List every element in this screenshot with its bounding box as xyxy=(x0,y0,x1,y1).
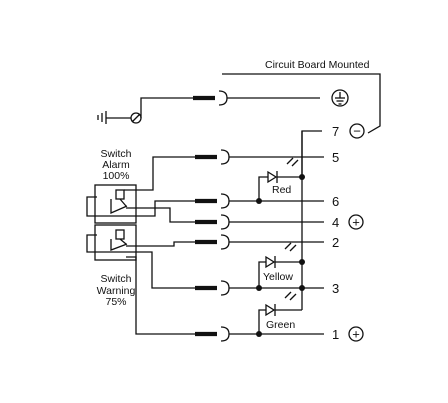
svg-text:Switch: Switch xyxy=(101,273,132,285)
connector-icon xyxy=(195,234,230,250)
pin-7-symbol: − xyxy=(353,124,361,139)
relay-switch-icon xyxy=(94,224,137,261)
pin-3-number: 3 xyxy=(332,281,339,296)
led-yellow-label: Yellow xyxy=(263,271,293,283)
connector-icon xyxy=(195,326,230,342)
led-red-label: Red xyxy=(272,184,291,196)
switch-alarm-label: Switch Alarm 100% xyxy=(101,148,132,182)
led-icon xyxy=(265,291,297,317)
junction-dot xyxy=(299,174,305,180)
protective-earth-icon xyxy=(331,89,349,107)
junction-dot xyxy=(256,285,262,291)
connector-icon xyxy=(193,90,228,106)
green-led-wire xyxy=(258,309,266,334)
pin4-wire-left xyxy=(126,207,195,223)
pin5-wire-left xyxy=(124,156,195,191)
pin-2-number: 2 xyxy=(332,235,339,250)
junction-dot xyxy=(256,198,262,204)
pin-1-symbol: + xyxy=(352,327,360,342)
pin-6-number: 6 xyxy=(332,194,339,209)
yellow-led-wire xyxy=(258,261,266,288)
junction-dot xyxy=(299,285,305,291)
pin-1-plus-symbol xyxy=(348,326,364,342)
led-green-label: Green xyxy=(266,319,295,331)
pin2-wire-left xyxy=(126,241,195,247)
junction-dot xyxy=(299,259,305,265)
pin-4-number: 4 xyxy=(332,215,339,230)
relay-switch-icon xyxy=(94,184,137,224)
svg-text:100%: 100% xyxy=(103,170,130,182)
led-icon xyxy=(267,157,299,184)
pin-7-minus-symbol xyxy=(349,123,365,139)
pin-1-number: 1 xyxy=(332,327,339,342)
pin1-wire-left xyxy=(126,256,195,335)
svg-text:Alarm: Alarm xyxy=(102,159,130,171)
pin7-wire xyxy=(301,130,322,174)
pin-4-plus-symbol xyxy=(348,214,364,230)
switch-warning-label: Switch Warning 75% xyxy=(97,273,136,308)
circuit-board-bracket xyxy=(222,73,381,134)
connector-icon xyxy=(195,149,230,165)
ground-icon xyxy=(97,111,142,124)
connector-icon xyxy=(195,280,230,296)
junction-dot xyxy=(256,331,262,337)
ground-wire xyxy=(140,97,193,118)
svg-text:Switch: Switch xyxy=(101,148,132,160)
led-icon xyxy=(265,242,297,269)
pin-4-symbol: + xyxy=(352,215,360,230)
svg-text:75%: 75% xyxy=(105,296,126,308)
red-led-wire xyxy=(258,176,268,201)
circuit-board-label: Circuit Board Mounted xyxy=(265,59,370,71)
connector-icon xyxy=(195,193,230,209)
pin-7-number: 7 xyxy=(332,124,339,139)
pin6-wire-left xyxy=(86,196,195,217)
pin-5-number: 5 xyxy=(332,150,339,165)
connector-icon xyxy=(195,214,230,230)
svg-text:Warning: Warning xyxy=(97,285,136,297)
pin3-wire-left xyxy=(86,234,195,289)
